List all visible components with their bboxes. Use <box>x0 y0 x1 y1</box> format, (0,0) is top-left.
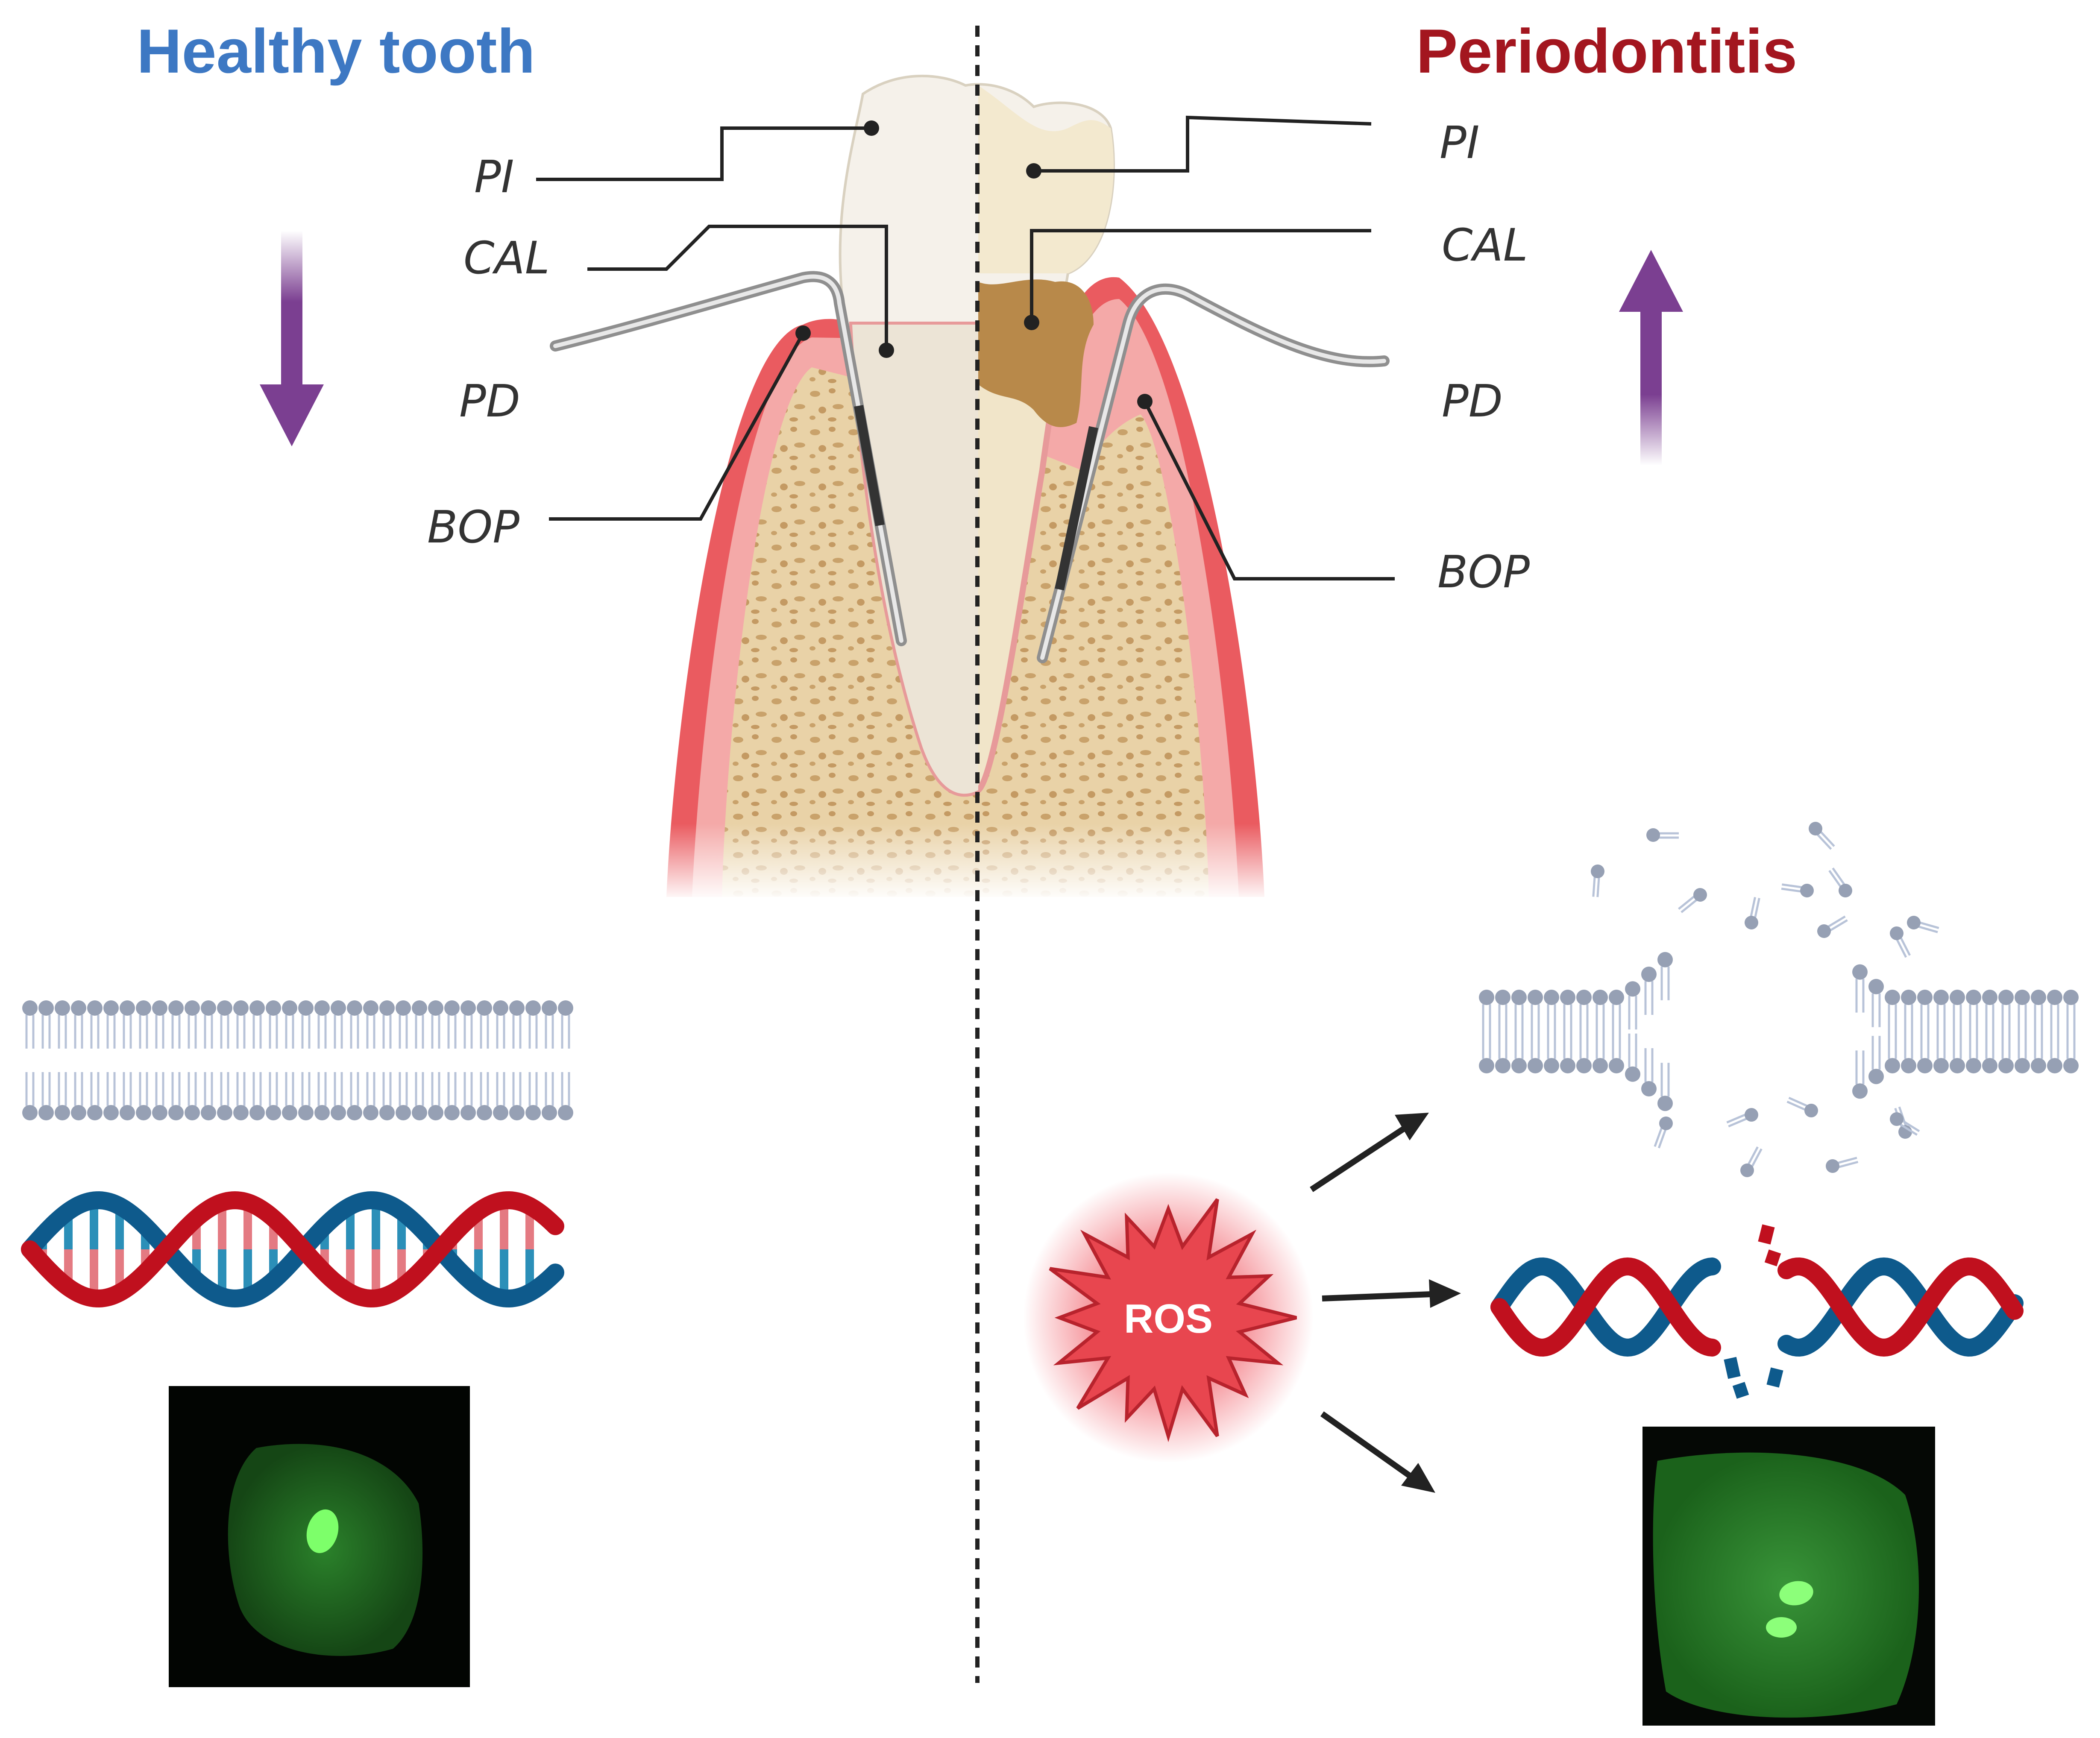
left-label-cal: CAL <box>463 232 550 284</box>
left-label-pi: PI <box>474 151 514 203</box>
left-label-bop: BOP <box>427 501 519 553</box>
broken-dna-helix-icon <box>1490 1224 2024 1399</box>
right-callouts <box>1030 115 1395 580</box>
periodontitis-title: Periodontitis <box>1416 16 1797 86</box>
right-label-cal: CAL <box>1442 219 1528 271</box>
fluorescent-cell-micrograph-healthy <box>169 1386 470 1687</box>
tooth-cross-section <box>641 74 1282 901</box>
increase-arrow-icon <box>1619 250 1683 466</box>
ros-effect-arrows <box>1310 1113 1461 1493</box>
left-callouts <box>536 126 888 521</box>
periodontal-probe-left <box>550 271 907 646</box>
micronucleus <box>1766 1617 1797 1638</box>
decrease-arrow-icon <box>260 231 324 446</box>
cell-nucleus <box>1779 1581 1813 1606</box>
lipid-bilayer-icon <box>22 1000 573 1120</box>
calculus-deposit <box>978 279 1094 427</box>
periodontal-probe-right <box>1037 283 1390 663</box>
dna-double-helix-icon <box>21 1191 564 1308</box>
damaged-lipid-bilayer-icon <box>1479 822 2079 1177</box>
ros-label: ROS <box>1124 1296 1213 1342</box>
ros-burst-icon: ROS <box>1023 1172 1314 1463</box>
left-label-pd: PD <box>459 375 520 427</box>
healthy-title: Healthy tooth <box>137 16 535 86</box>
right-label-pd: PD <box>1442 375 1503 427</box>
right-label-pi: PI <box>1440 117 1479 169</box>
cell-nucleus <box>306 1509 339 1553</box>
right-label-bop: BOP <box>1437 546 1530 598</box>
fluorescent-cell-micrograph-periodontitis <box>1642 1427 1935 1726</box>
